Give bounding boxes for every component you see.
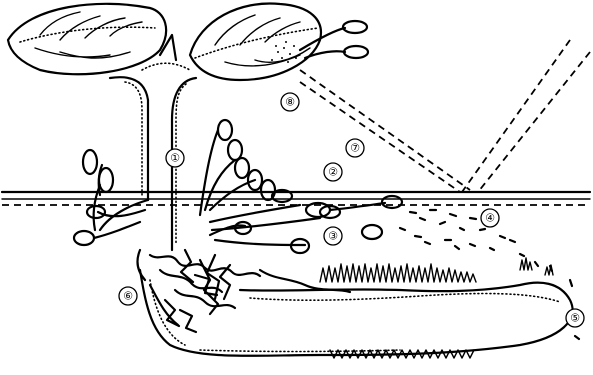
marker-4: ④ (481, 209, 499, 227)
marker-6-label: ⑥ (123, 290, 133, 303)
right-fungus-cluster (200, 120, 402, 253)
marker-5-label: ⑤ (570, 312, 580, 325)
root-zone (140, 258, 573, 358)
left-leaf (8, 4, 166, 74)
marker-3-label: ③ (328, 230, 338, 243)
leaf-fungus (300, 21, 368, 58)
right-leaf (190, 3, 321, 80)
ground-surface (2, 192, 590, 205)
marker-2: ② (324, 163, 342, 181)
marker-3: ③ (324, 227, 342, 245)
marker-8-label: ⑧ (285, 96, 295, 109)
marker-7: ⑦ (346, 139, 364, 157)
marker-8: ⑧ (281, 93, 299, 111)
light-rays (300, 40, 590, 192)
marker-7-label: ⑦ (350, 142, 360, 155)
marker-6: ⑥ (119, 287, 137, 305)
marker-4-label: ④ (485, 212, 495, 225)
left-fungus-cluster (74, 150, 148, 245)
marker-1-label: ① (170, 152, 180, 165)
marker-1: ① (166, 149, 184, 167)
marker-2-label: ② (328, 166, 338, 179)
marker-5: ⑤ (566, 309, 584, 327)
